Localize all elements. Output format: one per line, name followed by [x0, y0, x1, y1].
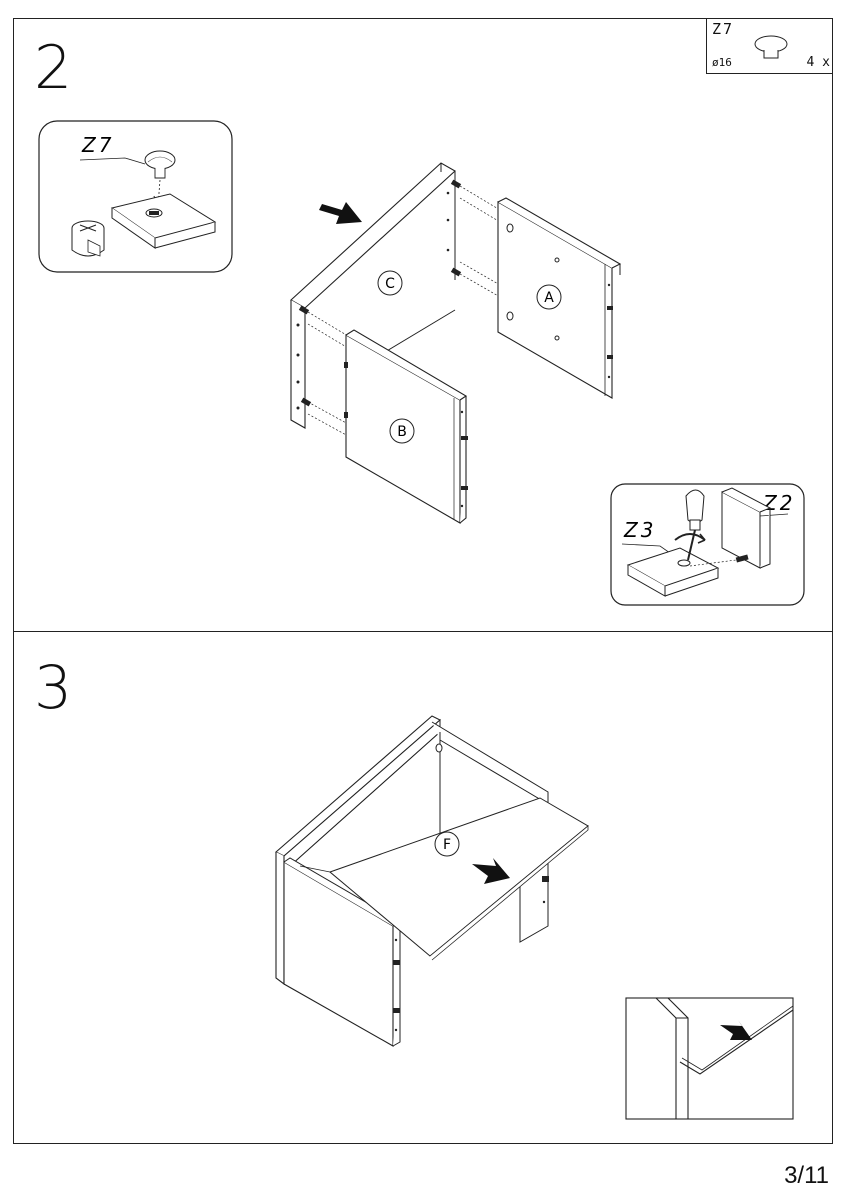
panel-b-label: B [397, 424, 407, 440]
panel-f-label: F [443, 837, 451, 853]
cam-fitting-icon [71, 220, 105, 257]
detail-z7-box: Z7 [38, 120, 233, 273]
panel-c: C [290, 162, 456, 429]
part-quantity: 4 x [806, 55, 830, 70]
detail-slot-box [625, 997, 794, 1120]
detail-z3-label: Z3 [623, 518, 656, 542]
detail-z2-label: Z2 [762, 491, 795, 515]
step-3-number: 3 [34, 653, 73, 723]
page-number: 3/11 [784, 1162, 829, 1189]
push-arrow-icon [319, 202, 362, 224]
detail-z7-label: Z7 [81, 133, 114, 157]
panel-c-label: C [385, 276, 395, 292]
slide-in-arrow-icon [472, 858, 510, 884]
part-box-z7: Z7 ø16 4 x [706, 18, 833, 74]
cam-cap-icon [144, 150, 176, 210]
panel-a-label: A [544, 290, 554, 306]
insert-arrow-icon [720, 1020, 752, 1040]
part-diameter: ø16 [712, 56, 732, 69]
cam-cover-cap-icon [754, 35, 788, 59]
panel-b: B [344, 329, 468, 524]
detail-screw-box: Z3 Z2 [610, 483, 805, 606]
step-divider [13, 631, 833, 632]
part-code: Z7 [712, 20, 735, 38]
screwdriver-icon [674, 489, 706, 561]
panel-a: A [497, 197, 622, 399]
step-2-number: 2 [34, 33, 73, 103]
step-3-assembly: F [275, 715, 589, 1047]
instruction-frame [13, 18, 833, 1144]
